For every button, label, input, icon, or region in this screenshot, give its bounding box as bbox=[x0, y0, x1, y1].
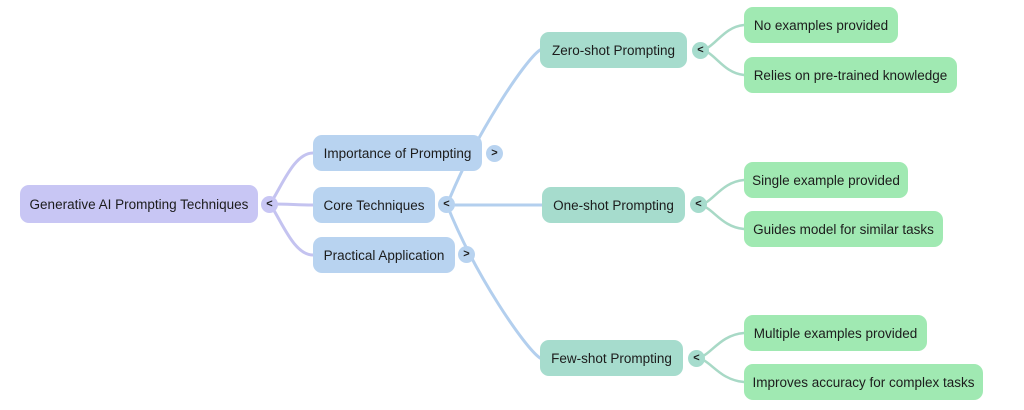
node-relies-on-pretrained-knowledge[interactable]: Relies on pre-trained knowledge bbox=[744, 57, 957, 93]
one-shot-collapse-toggle[interactable]: < bbox=[690, 196, 707, 213]
root-collapse-toggle[interactable]: < bbox=[261, 196, 278, 213]
node-label: Single example provided bbox=[752, 172, 900, 188]
node-label: Guides model for similar tasks bbox=[753, 221, 934, 237]
link-core-to-zero-shot bbox=[445, 48, 542, 207]
chevron-right-icon: > bbox=[491, 147, 498, 159]
node-importance-of-prompting[interactable]: Importance of Prompting bbox=[313, 135, 482, 171]
chevron-left-icon: < bbox=[443, 198, 450, 210]
chevron-left-icon: < bbox=[693, 352, 700, 364]
link-root-to-importance bbox=[268, 151, 315, 206]
chevron-left-icon: < bbox=[697, 44, 704, 56]
few-shot-collapse-toggle[interactable]: < bbox=[688, 350, 705, 367]
chevron-left-icon: < bbox=[266, 198, 273, 210]
node-label: Few-shot Prompting bbox=[551, 350, 672, 366]
node-few-shot-prompting[interactable]: Few-shot Prompting bbox=[540, 340, 683, 376]
node-no-examples-provided[interactable]: No examples provided bbox=[744, 7, 898, 43]
node-generative-ai-prompting-techniques[interactable]: Generative AI Prompting Techniques bbox=[20, 185, 258, 223]
importance-expand-toggle[interactable]: > bbox=[486, 145, 503, 162]
node-label: Practical Application bbox=[323, 247, 445, 263]
node-label: Improves accuracy for complex tasks bbox=[752, 374, 975, 390]
node-one-shot-prompting[interactable]: One-shot Prompting bbox=[542, 187, 685, 223]
node-practical-application[interactable]: Practical Application bbox=[313, 237, 455, 273]
node-multiple-examples-provided[interactable]: Multiple examples provided bbox=[744, 315, 927, 351]
core-collapse-toggle[interactable]: < bbox=[438, 196, 455, 213]
node-single-example-provided[interactable]: Single example provided bbox=[744, 162, 908, 198]
practical-expand-toggle[interactable]: > bbox=[458, 246, 475, 263]
node-label: One-shot Prompting bbox=[553, 197, 674, 213]
node-zero-shot-prompting[interactable]: Zero-shot Prompting bbox=[540, 32, 687, 68]
node-label: Zero-shot Prompting bbox=[551, 42, 676, 58]
node-guides-model-for-similar-tasks[interactable]: Guides model for similar tasks bbox=[744, 211, 943, 247]
node-label: Core Techniques bbox=[323, 197, 425, 213]
node-label: Importance of Prompting bbox=[323, 145, 472, 161]
link-core-to-few-shot bbox=[445, 203, 542, 360]
chevron-left-icon: < bbox=[695, 198, 702, 210]
node-label: No examples provided bbox=[753, 17, 889, 33]
zero-shot-collapse-toggle[interactable]: < bbox=[692, 42, 709, 59]
node-label: Multiple examples provided bbox=[753, 325, 918, 341]
node-improves-accuracy-complex-tasks[interactable]: Improves accuracy for complex tasks bbox=[744, 364, 983, 400]
link-root-to-practical bbox=[268, 202, 315, 257]
node-core-techniques[interactable]: Core Techniques bbox=[313, 187, 435, 223]
node-label: Relies on pre-trained knowledge bbox=[753, 67, 948, 83]
node-label: Generative AI Prompting Techniques bbox=[29, 196, 249, 212]
chevron-right-icon: > bbox=[463, 248, 470, 260]
